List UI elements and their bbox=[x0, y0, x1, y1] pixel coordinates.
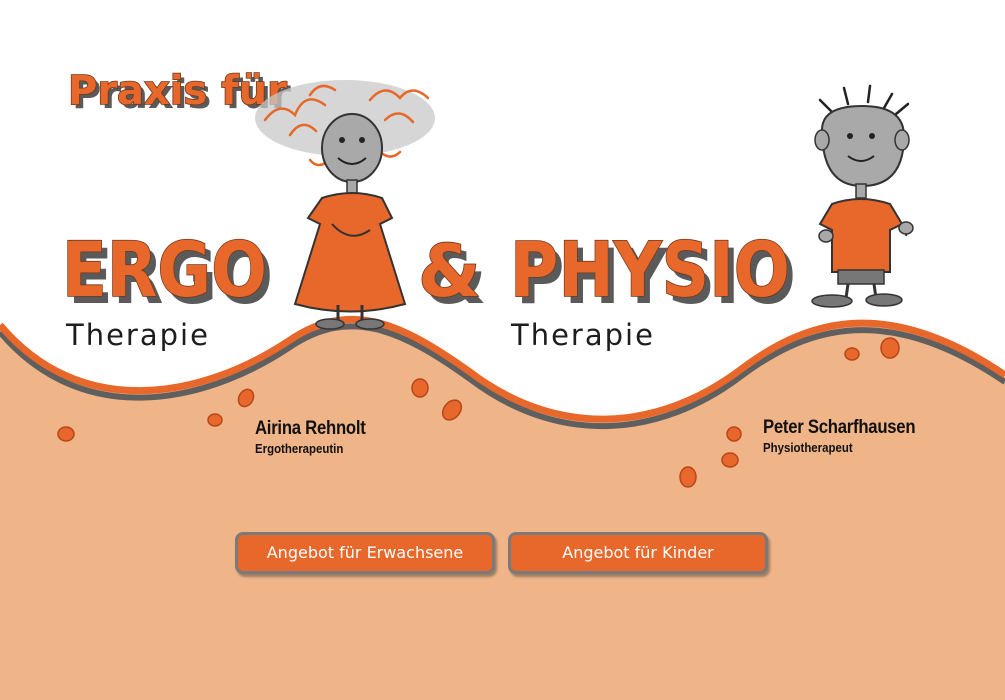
hill-landscape bbox=[0, 319, 1005, 700]
staff-name: Airina Rehnolt bbox=[255, 418, 366, 439]
staff-name: Peter Scharfhausen bbox=[763, 417, 916, 438]
boy-illustration-icon bbox=[811, 84, 914, 308]
kids-offer-button[interactable]: Angebot für Kinder bbox=[508, 532, 768, 574]
staff-ergo: Airina Rehnolt Ergotherapeutin bbox=[255, 418, 381, 456]
staff-role: Ergotherapeutin bbox=[255, 441, 344, 456]
adults-offer-button[interactable]: Angebot für Erwachsene bbox=[235, 532, 495, 574]
staff-role: Physiotherapeut bbox=[763, 440, 853, 455]
svg-text:Praxis für: Praxis für bbox=[72, 72, 291, 118]
girl-illustration-icon bbox=[255, 80, 435, 330]
physio-title: PHYSIO bbox=[510, 225, 790, 314]
svg-text:PHYSIO: PHYSIO bbox=[516, 232, 796, 321]
hill-pebbles bbox=[57, 337, 900, 488]
hill-shadow-line bbox=[0, 323, 1005, 429]
svg-text:ERGO: ERGO bbox=[68, 232, 273, 321]
physio-therapie-subtitle: Therapie bbox=[511, 318, 655, 352]
praxis-title: Praxis für bbox=[68, 68, 287, 114]
svg-text:&: & bbox=[424, 236, 487, 320]
hill-outline bbox=[0, 315, 1005, 423]
ergo-therapie-subtitle: Therapie bbox=[66, 318, 210, 352]
staff-physio: Peter Scharfhausen Physiotherapeut bbox=[763, 417, 936, 455]
ampersand-title: & bbox=[418, 229, 481, 313]
ergo-title: ERGO bbox=[62, 225, 267, 314]
